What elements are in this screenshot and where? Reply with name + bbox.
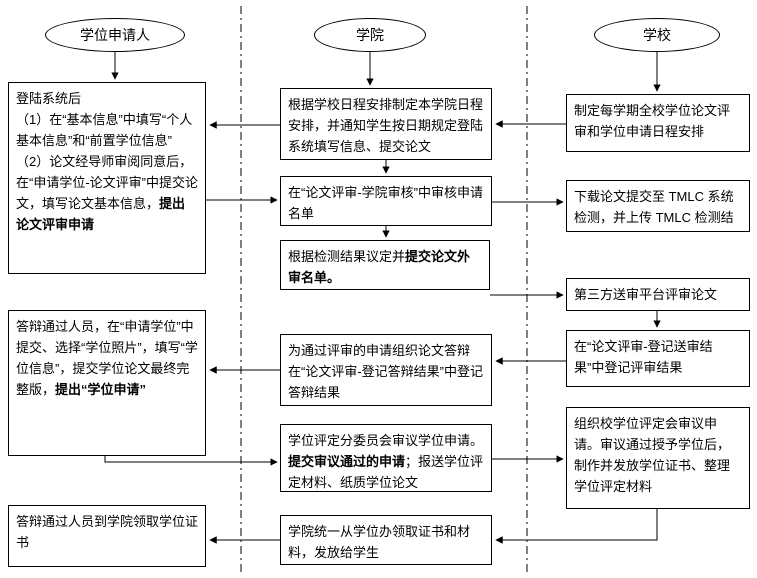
- node-school-committee: 组织校学位评定会审议申请。审议通过授予学位后，制作并发放学位证书、整理学位评定材…: [566, 407, 750, 509]
- node-school-schedule: 制定每学期全校学位论文评审和学位申请日程安排: [566, 94, 750, 152]
- node-applicant-degree-apply-text: 答辩通过人员，在“申请学位”中提交、选择“学位照片”，填写“学位信息”，提交学位…: [16, 319, 198, 397]
- node-school-schedule-text: 制定每学期全校学位论文评审和学位申请日程安排: [574, 103, 731, 139]
- node-school-third-party-text: 第三方送审平台评审论文: [574, 287, 718, 302]
- node-school-tmlc: 下载论文提交至 TMLC 系统检测，并上传 TMLC 检测结: [566, 180, 750, 232]
- node-applicant-degree-apply: 答辩通过人员，在“申请学位”中提交、选择“学位照片”，填写“学位信息”，提交学位…: [8, 310, 206, 456]
- node-applicant-login-text: 登陆系统后 （1）在“基本信息”中填写“个人基本信息”和“前置学位信息” （2）…: [16, 91, 198, 232]
- arrow-committee-to-distribute: [495, 509, 658, 544]
- lane-header-school: 学校: [594, 18, 720, 52]
- node-college-schedule-text: 根据学校日程安排制定本学院日程安排，并通知学生按日期规定登陆系统填写信息、提交论…: [288, 97, 484, 154]
- node-school-record-review: 在“论文评审-登记送审结果”中登记评审结果: [566, 330, 750, 387]
- node-college-distribute-text: 学院统一从学位办领取证书和材料，发放给学生: [288, 524, 471, 560]
- lane-header-applicant: 学位申请人: [45, 18, 185, 52]
- node-college-subcommittee-text: 学位评定分委员会审议学位申请。提交审议通过的申请；报送学位评定材料、纸质学位论文: [288, 433, 484, 490]
- node-college-review-list: 在“论文评审-学院审核”中审核申请名单: [280, 176, 492, 226]
- node-applicant-login: 登陆系统后 （1）在“基本信息”中填写“个人基本信息”和“前置学位信息” （2）…: [8, 82, 206, 274]
- node-college-defense-text: 为通过评审的申请组织论文答辩在“论文评审-登记答辩结果”中登记答辩结果: [288, 343, 483, 400]
- node-college-distribute: 学院统一从学位办领取证书和材料，发放给学生: [280, 515, 492, 565]
- lane-header-college-label: 学院: [356, 26, 384, 43]
- node-school-tmlc-text: 下载论文提交至 TMLC 系统检测，并上传 TMLC 检测结: [574, 189, 734, 225]
- node-school-record-review-text: 在“论文评审-登记送审结果”中登记评审结果: [574, 339, 713, 375]
- node-college-external-list: 根据检测结果议定并提交论文外审名单。: [280, 240, 490, 290]
- node-college-defense: 为通过评审的申请组织论文答辩在“论文评审-登记答辩结果”中登记答辩结果: [280, 334, 492, 406]
- node-applicant-get-cert-text: 答辩通过人员到学院领取学位证书: [16, 514, 199, 550]
- lane-header-school-label: 学校: [643, 26, 671, 43]
- node-college-schedule: 根据学校日程安排制定本学院日程安排，并通知学生按日期规定登陆系统填写信息、提交论…: [280, 88, 492, 160]
- node-college-external-list-text: 根据检测结果议定并提交论文外审名单。: [288, 249, 471, 285]
- node-college-subcommittee: 学位评定分委员会审议学位申请。提交审议通过的申请；报送学位评定材料、纸质学位论文: [280, 424, 492, 492]
- node-college-review-list-text: 在“论文评审-学院审核”中审核申请名单: [288, 185, 483, 221]
- arrow-degree-apply-to-subcommittee: [104, 456, 278, 466]
- node-applicant-get-cert: 答辩通过人员到学院领取学位证书: [8, 505, 206, 567]
- node-school-third-party: 第三方送审平台评审论文: [566, 278, 750, 311]
- node-school-committee-text: 组织校学位评定会审议申请。审议通过授予学位后，制作并发放学位证书、整理学位评定材…: [574, 416, 731, 494]
- lane-header-college: 学院: [314, 18, 426, 52]
- lane-header-applicant-label: 学位申请人: [80, 26, 150, 43]
